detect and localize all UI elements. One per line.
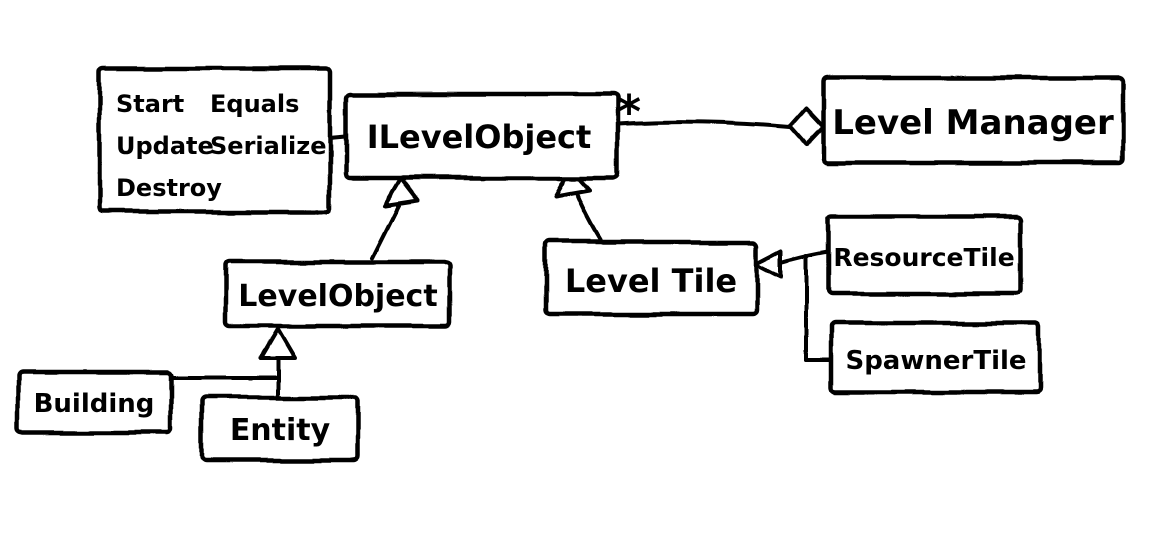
method-name: Start: [116, 90, 184, 118]
ink-layer: [15, 65, 1126, 463]
method-name: Update: [116, 132, 214, 160]
multiplicity-star-label: *: [617, 85, 641, 139]
entity-label: Entity: [230, 413, 331, 448]
method-name: Destroy: [116, 174, 222, 202]
ilevelobject-label: ILevelObject: [367, 118, 592, 156]
spawnertile-label: SpawnerTile: [845, 346, 1026, 376]
building-label: Building: [34, 389, 155, 419]
spawnertile-box-outline: [829, 320, 1043, 395]
leveltile-label: Level Tile: [565, 262, 737, 300]
entity-box-outline: [199, 394, 360, 463]
ilevelobject-box-outline: [343, 91, 621, 181]
levelobject-box-outline: [223, 259, 453, 329]
inheritance-arrowhead-entity-icon: [259, 327, 297, 360]
resourcetile-label: ResourceTile: [833, 243, 1014, 272]
resourcetile-box-outline: [825, 213, 1023, 296]
methods-box-outline: [97, 65, 333, 215]
aggregation-diamond-icon: [788, 106, 825, 146]
levelobject-label: LevelObject: [238, 279, 437, 314]
inheritance-arrowhead-tiles-icon: [754, 249, 783, 279]
aggregation-edge-line: [616, 120, 792, 129]
method-name: Serialize: [210, 132, 327, 160]
leveltile-box-outline: [543, 239, 760, 317]
levelmanager-box-outline: [820, 75, 1126, 166]
building-box-outline: [15, 369, 173, 436]
methods-list: Start Update Destroy Equals Serialize: [116, 90, 327, 202]
text-layer: Start Update Destroy Equals Serialize IL…: [34, 85, 1114, 448]
inheritance-line-levelobject: [370, 202, 401, 260]
inheritance-arrowhead-levelobject-icon: [383, 176, 420, 207]
levelmanager-label: Level Manager: [832, 103, 1114, 143]
method-name: Equals: [210, 90, 299, 118]
